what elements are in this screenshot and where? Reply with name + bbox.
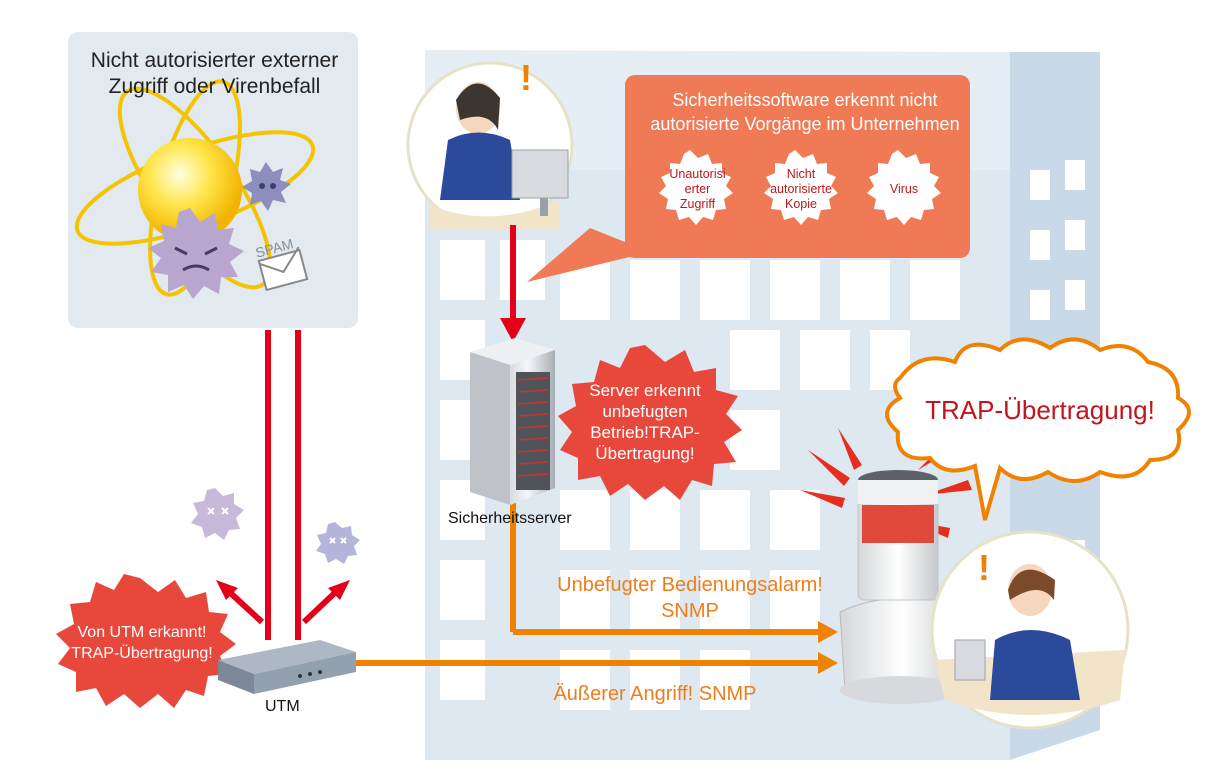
callout-title: Sicherheitssoftware erkennt nicht autori… xyxy=(640,88,970,136)
badge-1-line-3: Zugriff xyxy=(679,197,716,211)
server-label: Sicherheitsserver xyxy=(448,510,572,527)
server-burst-line-3: Betrieb!TRAP- xyxy=(590,423,700,442)
callout-title-line-2: autorisierte Vorgänge im Unternehmen xyxy=(650,114,960,134)
badge-label-unauthorized-access: Unautorisi erter Zugriff xyxy=(660,167,735,212)
server-alarm-line-1: Unbefugter Bedienungsalarm! xyxy=(557,574,823,596)
utm-burst-line-1: Von UTM erkannt! xyxy=(77,624,207,641)
badge-label-virus: Virus xyxy=(866,182,942,197)
callout-title-line-1: Sicherheitssoftware erkennt nicht xyxy=(672,90,938,110)
server-burst-line-4: Übertragung! xyxy=(595,444,695,463)
threat-badge-unauthorized-copy xyxy=(764,150,838,225)
threat-badge-unauthorized-access xyxy=(659,150,733,225)
trap-speech-cloud xyxy=(885,337,1191,521)
badge-3-line-1: Virus xyxy=(889,182,919,196)
badge-2-line-1: Nicht xyxy=(786,167,816,181)
server-burst-line-1: Server erkennt xyxy=(589,381,701,400)
server-alarm-label: Unbefugter Bedienungsalarm! SNMP xyxy=(535,572,845,624)
utm-device-icon xyxy=(218,640,356,694)
alert-exclamation-bottom: ! xyxy=(978,547,990,588)
operator-bottom-illustration: ! xyxy=(930,530,1130,730)
floating-virus-1-icon xyxy=(191,488,244,540)
threat-title-line-1: Nicht autorisierter externer xyxy=(90,49,339,72)
threat-title-line-2: Zugriff oder Virenbefall xyxy=(108,75,321,98)
utm-label: UTM xyxy=(265,698,300,715)
virus-small-icon xyxy=(242,162,291,211)
snmp-links xyxy=(356,500,838,674)
virus-large-icon xyxy=(148,208,244,299)
threat-badge-virus xyxy=(867,150,941,225)
operator-top-illustration: ! xyxy=(406,57,574,230)
detection-callout xyxy=(527,75,970,282)
utm-burst-line-2: TRAP-Übertragung! xyxy=(71,645,213,662)
server-detection-burst xyxy=(558,345,742,500)
badge-label-unauthorized-copy: Nicht autorisierte Kopie xyxy=(763,167,839,212)
server-burst-text: Server erkennt unbefugten Betrieb!TRAP- … xyxy=(570,380,720,464)
threat-panel xyxy=(68,32,358,328)
alert-exclamation-top: ! xyxy=(520,57,532,98)
utm-detection-burst xyxy=(56,574,236,708)
security-server-icon xyxy=(470,338,555,505)
badge-1-line-1: Unautorisi xyxy=(669,167,726,181)
threat-panel-title: Nicht autorisierter externer Zugriff ode… xyxy=(72,48,357,100)
threat-connection-arrows xyxy=(216,330,350,640)
sun-core-icon xyxy=(138,138,242,242)
external-attack-label: Äußerer Angriff! SNMP xyxy=(553,683,757,705)
spam-mail-icon xyxy=(257,246,309,292)
utm-burst-text: Von UTM erkannt! TRAP-Übertragung! xyxy=(62,622,222,664)
badge-2-line-2: autorisierte xyxy=(770,182,832,196)
trap-cloud-text: TRAP-Übertragung! xyxy=(925,395,1155,425)
floating-virus-2-icon xyxy=(316,522,360,564)
badge-2-line-3: Kopie xyxy=(785,197,817,211)
server-burst-line-2: unbefugten xyxy=(602,402,688,421)
server-alarm-line-2: SNMP xyxy=(661,600,719,622)
badge-1-line-2: erter xyxy=(684,182,711,196)
